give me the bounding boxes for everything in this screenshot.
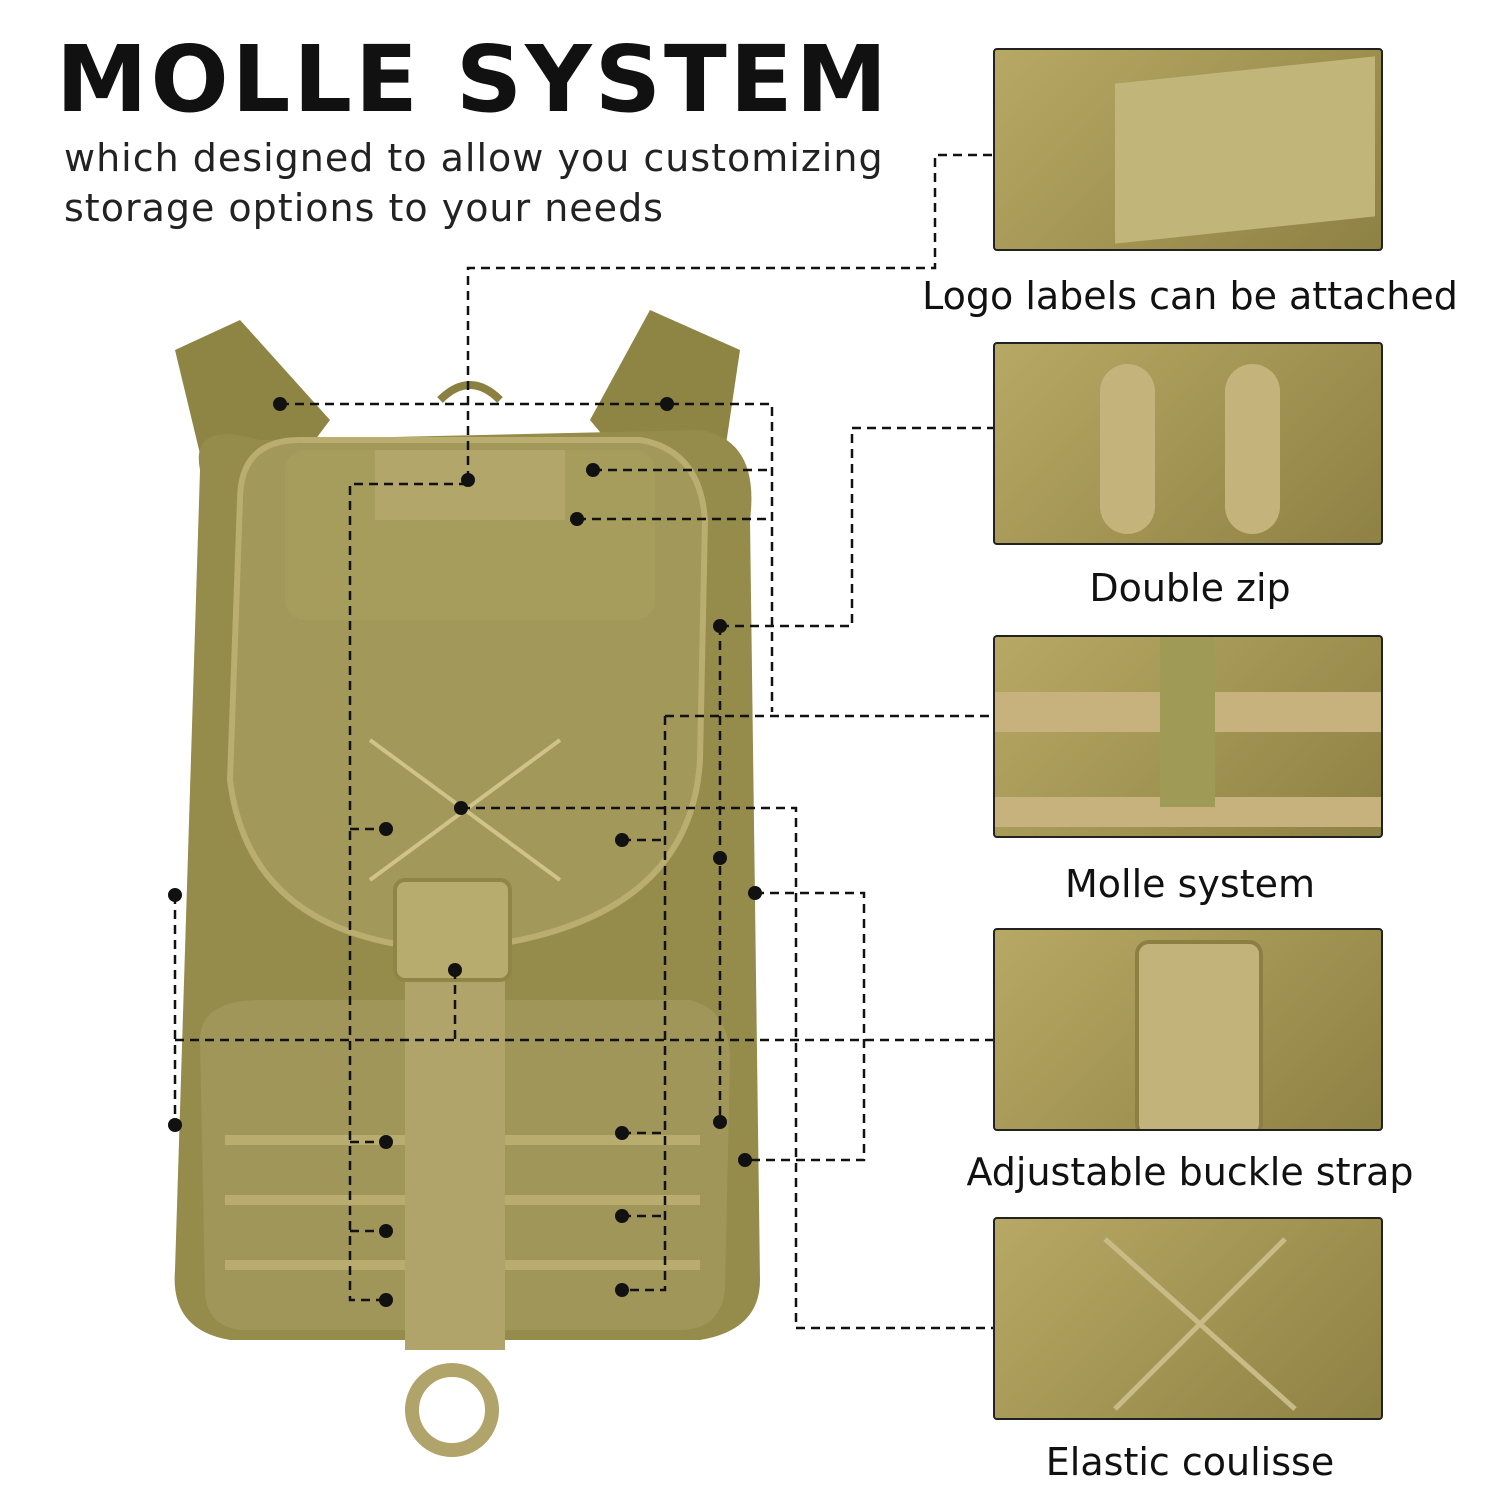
page-title: MOLLE SYSTEM [56,26,891,133]
caption-molle-system: Molle system [1065,862,1315,906]
elastic-cord-photo [993,1217,1383,1420]
zipper-pulls-photo [993,342,1383,545]
callout-lines [173,153,993,1330]
buckle-photo [993,928,1383,1131]
caption-buckle-strap: Adjustable buckle strap [966,1150,1414,1194]
caption-logo-labels: Logo labels can be attached [922,274,1458,318]
velcro-patch-photo [993,48,1383,251]
molle-webbing-photo [993,635,1383,838]
caption-double-zip: Double zip [1089,566,1291,610]
caption-elastic-coulisse: Elastic coulisse [1045,1440,1335,1484]
subtitle-line-2: storage options to your needs [64,186,664,230]
subtitle-line-1: which designed to allow you customizing [64,136,884,180]
callout-dots [168,397,762,1307]
